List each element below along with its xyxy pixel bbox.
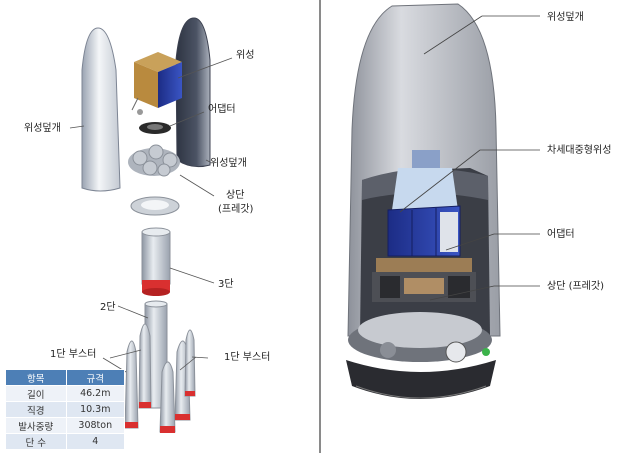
satellite-body <box>387 150 461 257</box>
first-stage-boosters <box>124 323 196 433</box>
spec-header-value: 규격 <box>65 369 126 386</box>
label-upper-stage-right-panel: 상단 (프레갓) <box>547 280 604 292</box>
left-exploded-view: 위성 어댑터 위성덮개 위성덮개 상단 (프레갓) 3단 2단 1단 부스터 1… <box>24 17 270 433</box>
third-stage <box>141 227 171 296</box>
label-booster-right: 1단 부스터 <box>224 351 270 363</box>
label-adapter-right-panel: 어댑터 <box>547 228 575 240</box>
table-row: 단 수 4 <box>5 433 126 450</box>
spec-cell-value: 4 <box>65 433 126 450</box>
label-adapter: 어댑터 <box>208 103 236 115</box>
table-row: 발사중량 308ton <box>5 417 126 434</box>
right-leader-lines <box>399 15 540 301</box>
fairing-left-half <box>81 27 121 192</box>
label-satellite-right-panel: 차세대중형위성 <box>547 143 611 156</box>
spec-cell-item: 발사중량 <box>5 417 67 434</box>
table-row: 길이 46.2m <box>5 385 126 402</box>
panel-divider <box>319 0 321 453</box>
spec-cell-value: 10.3m <box>65 401 126 418</box>
spec-cell-value: 308ton <box>65 417 126 434</box>
label-upper-stage: 상단 <box>226 189 244 201</box>
label-stage3: 3단 <box>218 278 234 290</box>
spec-cell-item: 단 수 <box>5 433 67 450</box>
fairing-right-half <box>175 17 211 168</box>
spec-cell-value: 46.2m <box>65 385 126 402</box>
spec-header-item: 항목 <box>5 369 67 386</box>
spec-table-header: 항목 규격 <box>5 369 126 386</box>
label-fairing-right: 위성덮개 <box>210 156 247 169</box>
label-booster-left: 1단 부스터 <box>50 348 96 360</box>
label-stage2: 2단 <box>100 301 116 313</box>
upper-stage-fregat <box>128 144 180 177</box>
adapter-stack <box>372 258 476 302</box>
label-fairing-right-panel: 위성덮개 <box>547 10 584 23</box>
table-row: 직경 10.3m <box>5 401 126 418</box>
spec-table: 항목 규격 길이 46.2m 직경 10.3m 발사중량 308ton 단 수 … <box>5 369 126 450</box>
satellite-model <box>131 52 182 115</box>
spec-cell-item: 길이 <box>5 385 67 402</box>
label-upper-stage-sub: (프레갓) <box>218 203 254 215</box>
upper-stage-cutaway <box>346 312 496 399</box>
label-fairing-left: 위성덮개 <box>24 121 61 134</box>
right-cutaway-view: 위성덮개 차세대중형위성 어댑터 상단 (프레갓) <box>346 3 611 399</box>
spec-cell-item: 직경 <box>5 401 67 418</box>
label-satellite: 위성 <box>236 48 254 61</box>
